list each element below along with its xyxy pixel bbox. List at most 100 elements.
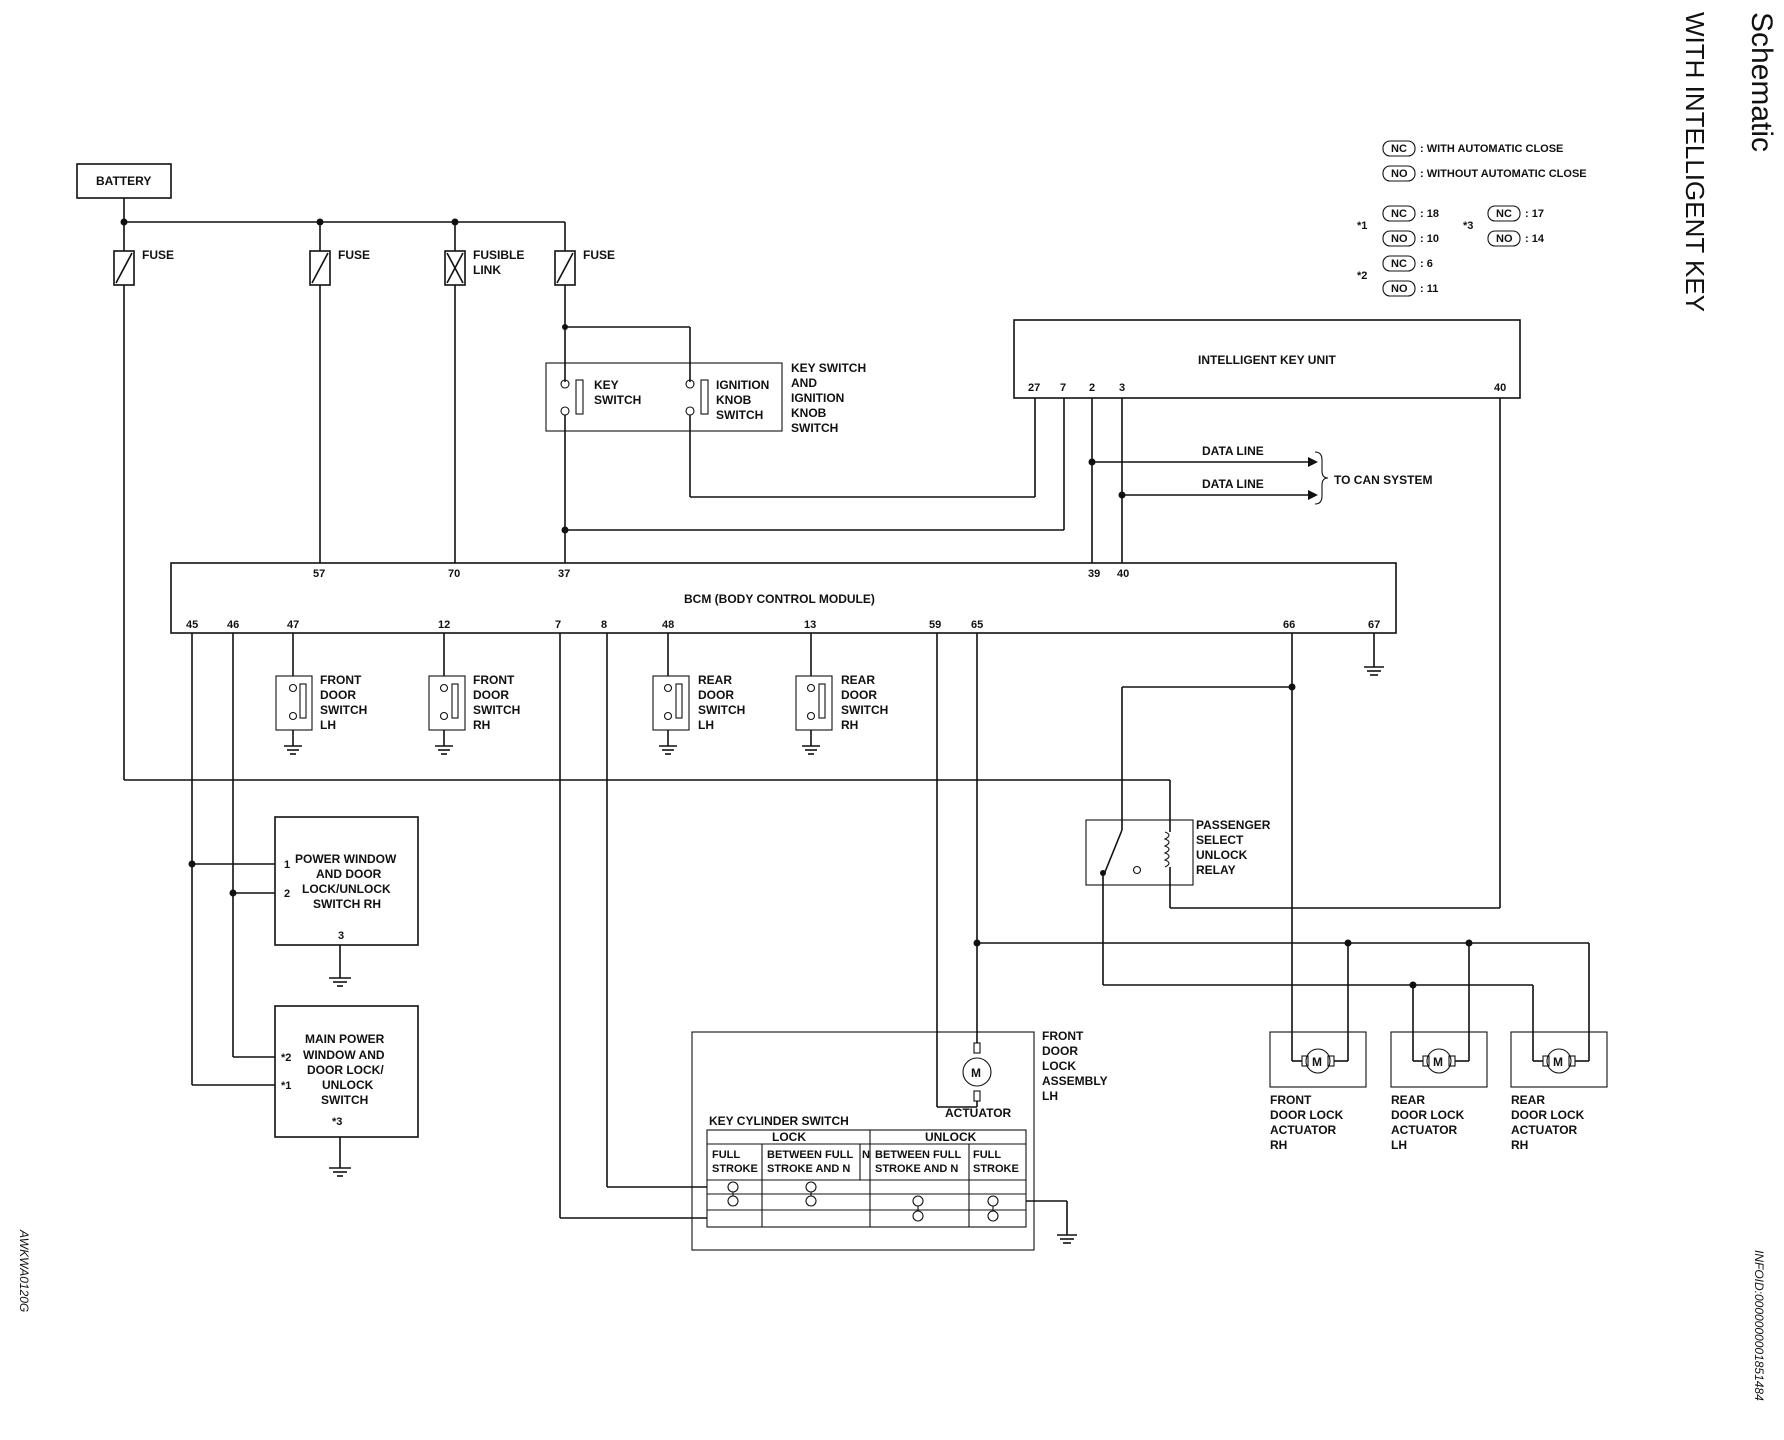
- kcs-c2-1: BETWEEN FULL: [767, 1149, 853, 1161]
- bcm-pin-70: 70: [448, 568, 460, 580]
- pw-rh-pin-3: 3: [338, 930, 344, 942]
- ksw-title-5: SWITCH: [791, 421, 838, 435]
- power-window-switches: 1 2 3 POWER WINDOW AND DOOR LOCK/UNLOCK …: [188, 633, 419, 1177]
- battery-label: BATTERY: [96, 174, 151, 188]
- iku-pin-27: 27: [1028, 382, 1040, 394]
- pw-switch-rh-box: [274, 816, 419, 946]
- iku-pin-40: 40: [1494, 382, 1506, 394]
- main-pw-pin-star1: *1: [281, 1080, 291, 1092]
- rds-lh-4: LH: [698, 718, 714, 732]
- ksw-title-1: KEY SWITCH: [791, 361, 866, 375]
- rar-3: ACTUATOR: [1511, 1123, 1578, 1137]
- fds-lh-1: FRONT: [320, 673, 362, 687]
- rds-rh-1: REAR: [841, 673, 875, 687]
- far-2: DOOR LOCK: [1270, 1108, 1344, 1122]
- fuse-2-label: FUSE: [338, 248, 370, 262]
- rear-lh-motor: M: [1433, 1055, 1443, 1069]
- to-can-label: TO CAN SYSTEM: [1334, 473, 1432, 487]
- bcm-pin-12: 12: [438, 619, 450, 631]
- fdl-assembly-box: [691, 1031, 1035, 1251]
- battery-box: [76, 163, 172, 199]
- nc-legend-text: : WITH AUTOMATIC CLOSE: [1420, 143, 1563, 155]
- ign-knob-label-1: IGNITION: [716, 378, 769, 392]
- rar-1: REAR: [1511, 1093, 1545, 1107]
- kcs-c4-2: STROKE: [973, 1163, 1019, 1175]
- star2-nc-badge: NC: [1391, 258, 1407, 270]
- bcm-pin-67: 67: [1368, 619, 1380, 631]
- rear-door-switch-rh: [795, 675, 833, 731]
- bcm-pin-39: 39: [1088, 568, 1100, 580]
- rar-4: RH: [1511, 1138, 1528, 1152]
- ign-knob-label-3: SWITCH: [716, 408, 763, 422]
- page-title: Schematic: [1745, 12, 1778, 152]
- rds-rh-2: DOOR: [841, 688, 877, 702]
- bcm-pin-8: 8: [601, 619, 607, 631]
- fds-rh-1: FRONT: [473, 673, 515, 687]
- ksw-title-2: AND: [791, 376, 817, 390]
- pw-rh-label-4: SWITCH RH: [313, 897, 381, 911]
- star1-nc-badge: NC: [1391, 208, 1407, 220]
- kcs-c1-2: STROKE: [712, 1163, 758, 1175]
- relay-label-1: PASSENGER: [1196, 818, 1271, 832]
- fuse-1-label: FUSE: [142, 248, 174, 262]
- front-door-lock-assembly-lh: M ACTUATOR FRONT DOOR LOCK ASSEMBLY LH K…: [559, 633, 1108, 1251]
- ign-knob-label-2: KNOB: [716, 393, 752, 407]
- bcm-pin-46: 46: [227, 619, 239, 631]
- intelligent-key-unit: INTELLIGENT KEY UNIT 27 7 2 3 40 DATA LI…: [1013, 319, 1521, 908]
- far-1: FRONT: [1270, 1093, 1312, 1107]
- kcs-c2-2: STROKE AND N: [767, 1163, 850, 1175]
- iku-label: INTELLIGENT KEY UNIT: [1198, 353, 1336, 367]
- kcs-c3-1: BETWEEN FULL: [875, 1149, 961, 1161]
- fds-rh-3: SWITCH: [473, 703, 520, 717]
- rds-lh-2: DOOR: [698, 688, 734, 702]
- star1-nc-value: : 18: [1420, 208, 1439, 220]
- fdl-2: DOOR: [1042, 1044, 1078, 1058]
- no-legend-text: : WITHOUT AUTOMATIC CLOSE: [1420, 168, 1587, 180]
- fds-rh-4: RH: [473, 718, 490, 732]
- rear-door-switch-lh: [652, 675, 690, 731]
- rds-rh-3: SWITCH: [841, 703, 888, 717]
- main-pw-pin-star2: *2: [281, 1052, 291, 1064]
- front-door-switch-rh: [428, 675, 466, 731]
- bcm-pin-7: 7: [555, 619, 561, 631]
- data-line-2-label: DATA LINE: [1202, 477, 1264, 491]
- bcm-pin-59: 59: [929, 619, 941, 631]
- fds-lh-3: SWITCH: [320, 703, 367, 717]
- pw-rh-label-1: POWER WINDOW: [295, 852, 397, 866]
- bcm-pin-48: 48: [662, 619, 674, 631]
- pw-rh-label-2: AND DOOR: [316, 867, 382, 881]
- kcs-table: [706, 1129, 1027, 1228]
- page-title-group: Schematic WITH INTELLIGENT KEY AWKWA0120…: [17, 12, 1778, 1401]
- rds-rh-4: RH: [841, 718, 858, 732]
- key-switch-label-1: KEY: [594, 378, 619, 392]
- pw-rh-pin-2: 2: [284, 888, 290, 900]
- rear-rh-motor: M: [1553, 1055, 1563, 1069]
- kcs-c3-2: STROKE AND N: [875, 1163, 958, 1175]
- fusible-link-label-2: LINK: [473, 263, 501, 277]
- front-door-switch-lh: [275, 675, 313, 731]
- fdl-4: ASSEMBLY: [1042, 1074, 1108, 1088]
- nc-badge: NC: [1391, 143, 1407, 155]
- ral-3: ACTUATOR: [1391, 1123, 1458, 1137]
- main-pw-label-2: WINDOW AND: [303, 1048, 385, 1062]
- rear-actuator-lh-box: [1390, 1031, 1488, 1088]
- iku-pin-7: 7: [1060, 382, 1066, 394]
- star3-nc-badge: NC: [1496, 208, 1512, 220]
- star3-nc-value: : 17: [1525, 208, 1544, 220]
- front-rh-motor: M: [1312, 1055, 1322, 1069]
- key-switch-label-2: SWITCH: [594, 393, 641, 407]
- iku-pin-2: 2: [1089, 382, 1095, 394]
- actuator-wiring: [936, 633, 1590, 1108]
- passenger-relay: PASSENGER SELECT UNLOCK RELAY: [1085, 686, 1500, 985]
- main-pw-switch-box: [274, 1005, 419, 1138]
- info-id: INFOID:0000000001851484: [1752, 1250, 1766, 1401]
- bcm-pin-57: 57: [313, 568, 325, 580]
- bcm-pin-66: 66: [1283, 619, 1295, 631]
- bcm: BCM (BODY CONTROL MODULE) 57 70 37 39 40…: [170, 562, 1397, 676]
- power-supply: BATTERY FUSE FUSE FUSIBLE LINK FUSE: [76, 163, 615, 780]
- fds-lh-2: DOOR: [320, 688, 356, 702]
- rear-actuator-rh-box: [1510, 1031, 1608, 1088]
- ral-4: LH: [1391, 1138, 1407, 1152]
- main-pw-pin-star3: *3: [332, 1116, 342, 1128]
